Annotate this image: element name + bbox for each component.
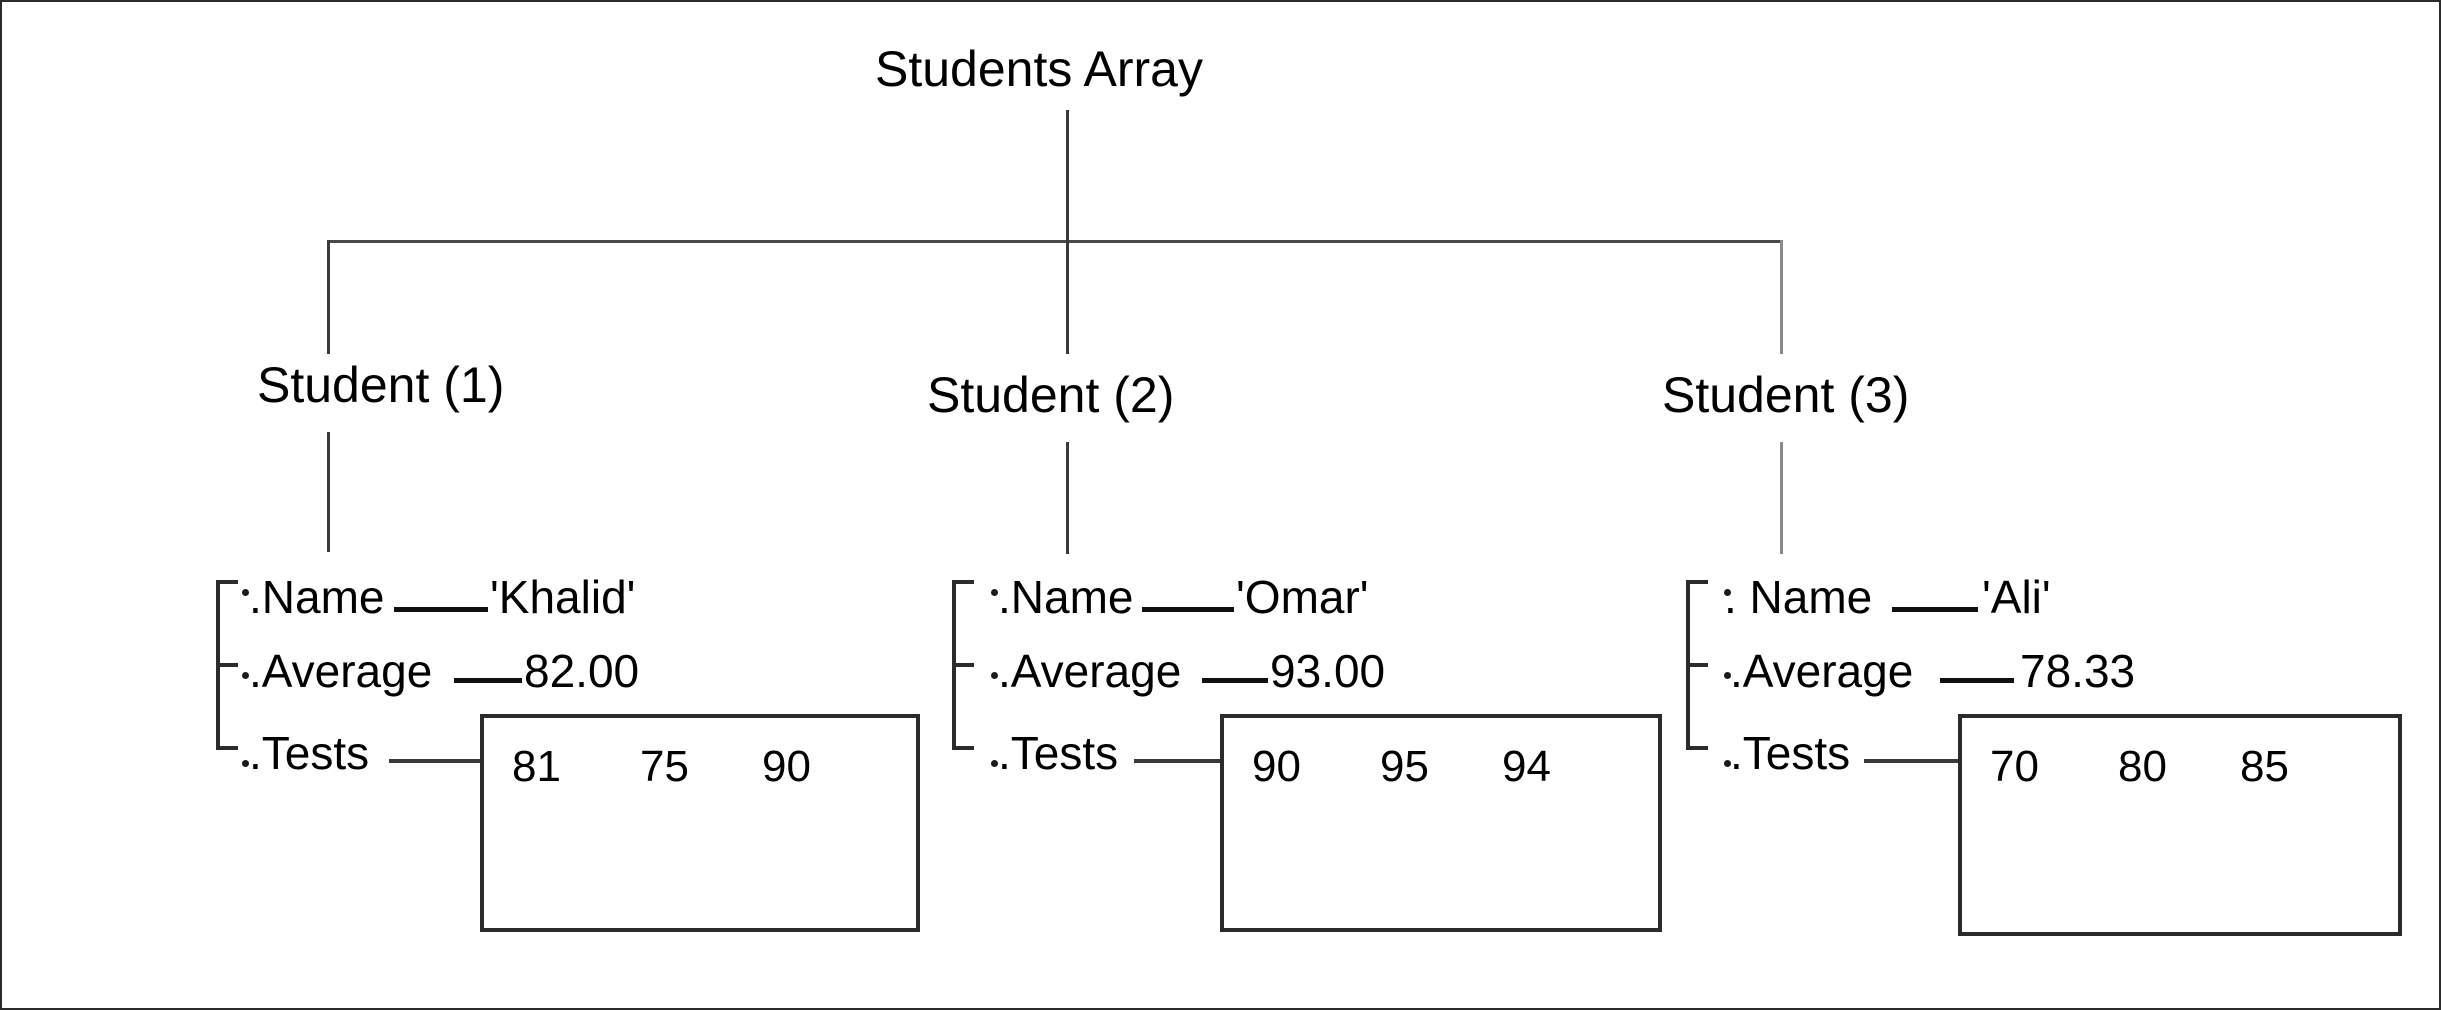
- student-1-average-connector: [454, 678, 522, 683]
- student-2-tests-box: [1220, 714, 1662, 932]
- student-3-tests-bullet: [1724, 760, 1731, 767]
- student-2-test-value-2: 95: [1380, 742, 1429, 791]
- student-3-name-bullet: [1724, 589, 1731, 596]
- student-3-test-value-3: 85: [2240, 742, 2289, 791]
- student-3-test-value-2: 80: [2118, 742, 2167, 791]
- student-1-bracket-stub-middle: [216, 663, 238, 667]
- student-3-average-bullet: [1724, 672, 1731, 679]
- student-2-tests-connector: [1134, 759, 1226, 763]
- student-2-stem: [1066, 442, 1069, 554]
- student-1-tests-box: [480, 714, 920, 932]
- student-2-bracket-stub-top: [952, 580, 974, 584]
- student-1-test-value-3: 90: [762, 742, 811, 791]
- student-title-2: Student (2): [927, 367, 1175, 423]
- student-1-name-connector: [394, 607, 488, 612]
- student-3-name-value: 'Ali': [1982, 571, 2051, 623]
- student-title-3: Student (3): [1662, 367, 1910, 423]
- student-3-tests-box: [1958, 714, 2402, 936]
- root-stem: [1066, 110, 1069, 242]
- student-1-tests-bullet: [242, 760, 249, 767]
- student-title-1: Student (1): [257, 357, 505, 413]
- root-title: Students Array: [875, 41, 1203, 97]
- student-1-tests-values: 81 75 90: [512, 742, 892, 792]
- student-2-tests-values: 90 95 94: [1252, 742, 1634, 792]
- student-3-test-value-1: 70: [1990, 742, 2039, 791]
- student-1-bracket-stub-bottom: [216, 746, 238, 750]
- student-2-name-connector: [1142, 607, 1234, 612]
- student-3-name-label: . Name: [1724, 571, 1873, 623]
- student-1-name-value: 'Khalid': [490, 571, 636, 623]
- student-3-stem: [1780, 442, 1783, 554]
- student-1-stem: [327, 432, 330, 552]
- student-2-test-value-1: 90: [1252, 742, 1301, 791]
- student-3-name-connector: [1892, 607, 1978, 612]
- student-3-bracket-stub-middle: [1686, 663, 1708, 667]
- bus-drop-student-3: [1780, 240, 1783, 354]
- student-3-tests-values: 70 80 85: [1990, 742, 2374, 792]
- student-1-test-value-2: 75: [640, 742, 689, 791]
- student-1-average-bullet: [242, 672, 249, 679]
- student-2-test-value-3: 94: [1502, 742, 1551, 791]
- student-1-name-bullet: [242, 589, 249, 596]
- student-2-average-value: 93.00: [1270, 645, 1386, 697]
- student-2-name-bullet: [991, 589, 998, 596]
- student-1-average-value: 82.00: [524, 645, 640, 697]
- bus-drop-student-2: [1066, 240, 1069, 354]
- student-3-average-connector: [1940, 678, 2014, 683]
- student-2-tests-label: .Tests: [998, 727, 1119, 779]
- student-2-average-bullet: [991, 672, 998, 679]
- student-3-bracket-stub-bottom: [1686, 746, 1708, 750]
- student-1-tests-label: .Tests: [249, 727, 370, 779]
- student-2-average-label: .Average: [998, 645, 1182, 697]
- student-3-average-label: .Average: [1730, 645, 1914, 697]
- bus-drop-student-1: [327, 240, 330, 354]
- student-1-name-label: .Name: [249, 571, 385, 623]
- student-2-name-label: .Name: [998, 571, 1134, 623]
- bus-horizontal: [327, 240, 1783, 243]
- student-2-name-value: 'Omar': [1236, 571, 1369, 623]
- student-2-bracket-stub-bottom: [952, 746, 974, 750]
- student-1-bracket-stub-top: [216, 580, 238, 584]
- student-3-tests-connector: [1864, 759, 1962, 763]
- student-2-average-connector: [1202, 678, 1268, 683]
- student-1-tests-connector: [389, 759, 486, 763]
- student-2-tests-bullet: [991, 760, 998, 767]
- student-1-average-label: .Average: [249, 645, 433, 697]
- student-1-test-value-1: 81: [512, 742, 561, 791]
- student-3-bracket-stub-top: [1686, 580, 1708, 584]
- student-3-tests-label: .Tests: [1730, 727, 1851, 779]
- student-3-average-value: 78.33: [2020, 645, 2136, 697]
- student-2-bracket-stub-middle: [952, 663, 974, 667]
